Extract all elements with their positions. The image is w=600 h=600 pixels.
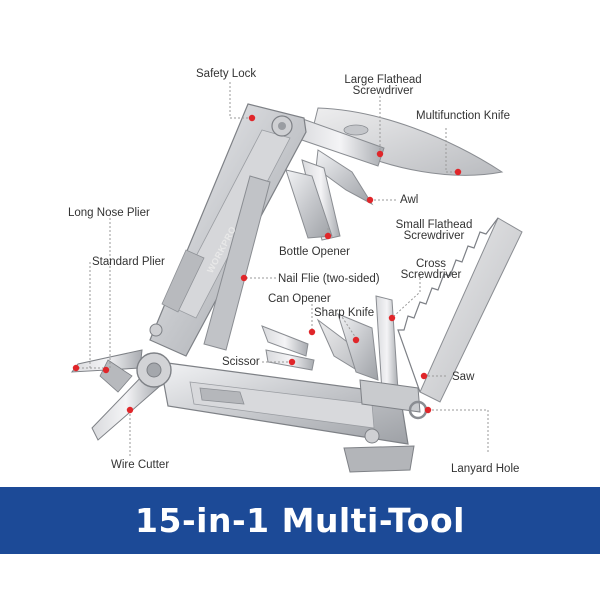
lower-handle <box>159 361 415 473</box>
nail-file-blade <box>203 175 271 351</box>
marker-small-flathead <box>324 232 332 240</box>
marker-saw <box>420 372 428 380</box>
marker-cross-screwdriver <box>388 314 396 322</box>
title-banner: 15-in-1 Multi-Tool <box>0 487 600 554</box>
bottle-opener-tool <box>285 169 333 239</box>
label-large-flathead-line2: Screwdriver <box>352 85 414 97</box>
leader-lines <box>76 82 489 456</box>
label-standard-plier: Standard Plier <box>92 256 165 268</box>
marker-wire-cutter <box>126 406 134 414</box>
marker-large-flathead <box>376 150 384 158</box>
marker-long-nose-plier <box>72 364 80 372</box>
label-small-flathead-line2: Screwdriver <box>403 230 465 242</box>
marker-scissor <box>288 358 296 366</box>
label-multifunction-knife: Multifunction Knife <box>416 110 510 122</box>
label-cross-line2: Screwdriver <box>400 269 462 281</box>
label-wire-cutter: Wire Cutter <box>111 459 170 471</box>
marker-lanyard-hole <box>424 406 432 414</box>
marker-sharp-knife <box>352 336 360 344</box>
label-scissor: Scissor <box>222 356 260 368</box>
label-large-flathead-line1: Large Flathead <box>344 74 422 86</box>
label-small-flathead-line1: Small Flathead <box>395 219 473 231</box>
label-lanyard-hole: Lanyard Hole <box>451 463 520 475</box>
saw-blade <box>397 217 523 403</box>
marker-can-opener <box>308 328 316 336</box>
tool-fan <box>261 295 421 413</box>
marker-awl <box>366 196 374 204</box>
plier-jaws <box>70 349 172 441</box>
marker-standard-plier <box>102 366 110 374</box>
label-saw: Saw <box>452 371 475 383</box>
callout-markers <box>72 114 462 414</box>
label-sharp-knife: Sharp Knife <box>314 307 375 319</box>
label-bottle-opener: Bottle Opener <box>279 246 350 258</box>
marker-nail-file <box>240 274 248 282</box>
label-can-opener: Can Opener <box>268 293 331 305</box>
label-cross-line1: Cross <box>415 258 447 270</box>
label-safety-lock: Safety Lock <box>196 68 257 80</box>
multifunction-knife-blade <box>311 107 504 176</box>
marker-safety-lock <box>248 114 256 122</box>
label-nail-file: Nail Flie (two-sided) <box>278 273 380 285</box>
label-awl: Awl <box>400 194 419 206</box>
banner-title: 15-in-1 Multi-Tool <box>135 501 465 540</box>
marker-multifunction-knife <box>454 168 462 176</box>
label-long-nose-plier: Long Nose Plier <box>68 207 150 219</box>
